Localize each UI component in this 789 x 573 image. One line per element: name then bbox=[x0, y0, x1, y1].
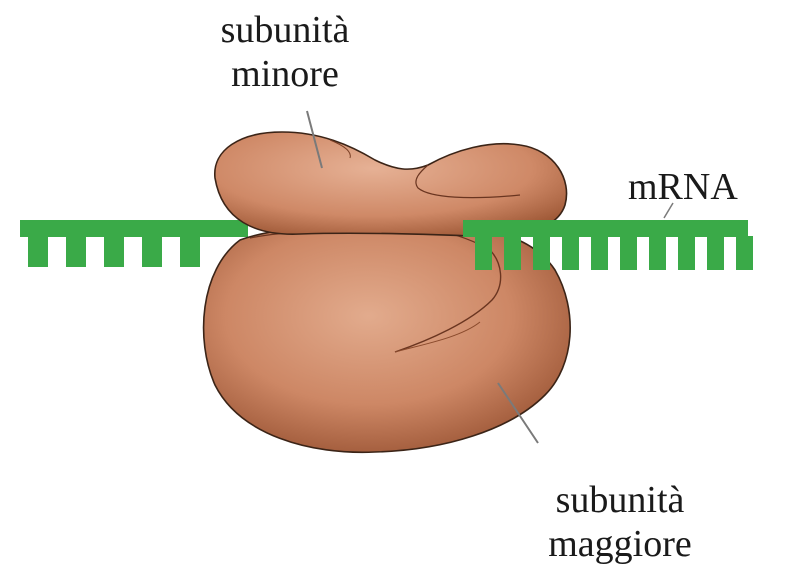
small-subunit-label: subunità minore bbox=[190, 8, 380, 96]
mrna-base-tick bbox=[142, 236, 162, 267]
mrna-base-tick bbox=[591, 236, 608, 270]
mrna-base-tick bbox=[707, 236, 724, 270]
mrna-backbone bbox=[20, 220, 248, 237]
mrna-strand-left bbox=[20, 220, 248, 267]
mrna-base-tick bbox=[562, 236, 579, 270]
mrna-strand-right bbox=[463, 220, 753, 270]
mrna-base-tick bbox=[475, 236, 492, 270]
mrna-base-tick bbox=[649, 236, 666, 270]
small-subunit-label-line1: subunità bbox=[190, 8, 380, 52]
large-subunit-label-line2: maggiore bbox=[520, 522, 720, 566]
mrna-base-tick bbox=[28, 236, 48, 267]
mrna-label: mRNA bbox=[628, 165, 738, 209]
mrna-base-tick bbox=[533, 236, 550, 270]
mrna-base-tick bbox=[66, 236, 86, 267]
small-subunit-label-line2: minore bbox=[190, 52, 380, 96]
large-subunit-label-line1: subunità bbox=[520, 478, 720, 522]
mrna-base-tick bbox=[180, 236, 200, 267]
mrna-backbone bbox=[463, 220, 748, 237]
large-subunit-label: subunità maggiore bbox=[520, 478, 720, 566]
mrna-base-tick bbox=[678, 236, 695, 270]
mrna-base-tick bbox=[104, 236, 124, 267]
mrna-base-tick bbox=[620, 236, 637, 270]
mrna-base-tick bbox=[504, 236, 521, 270]
mrna-base-tick bbox=[736, 236, 753, 270]
